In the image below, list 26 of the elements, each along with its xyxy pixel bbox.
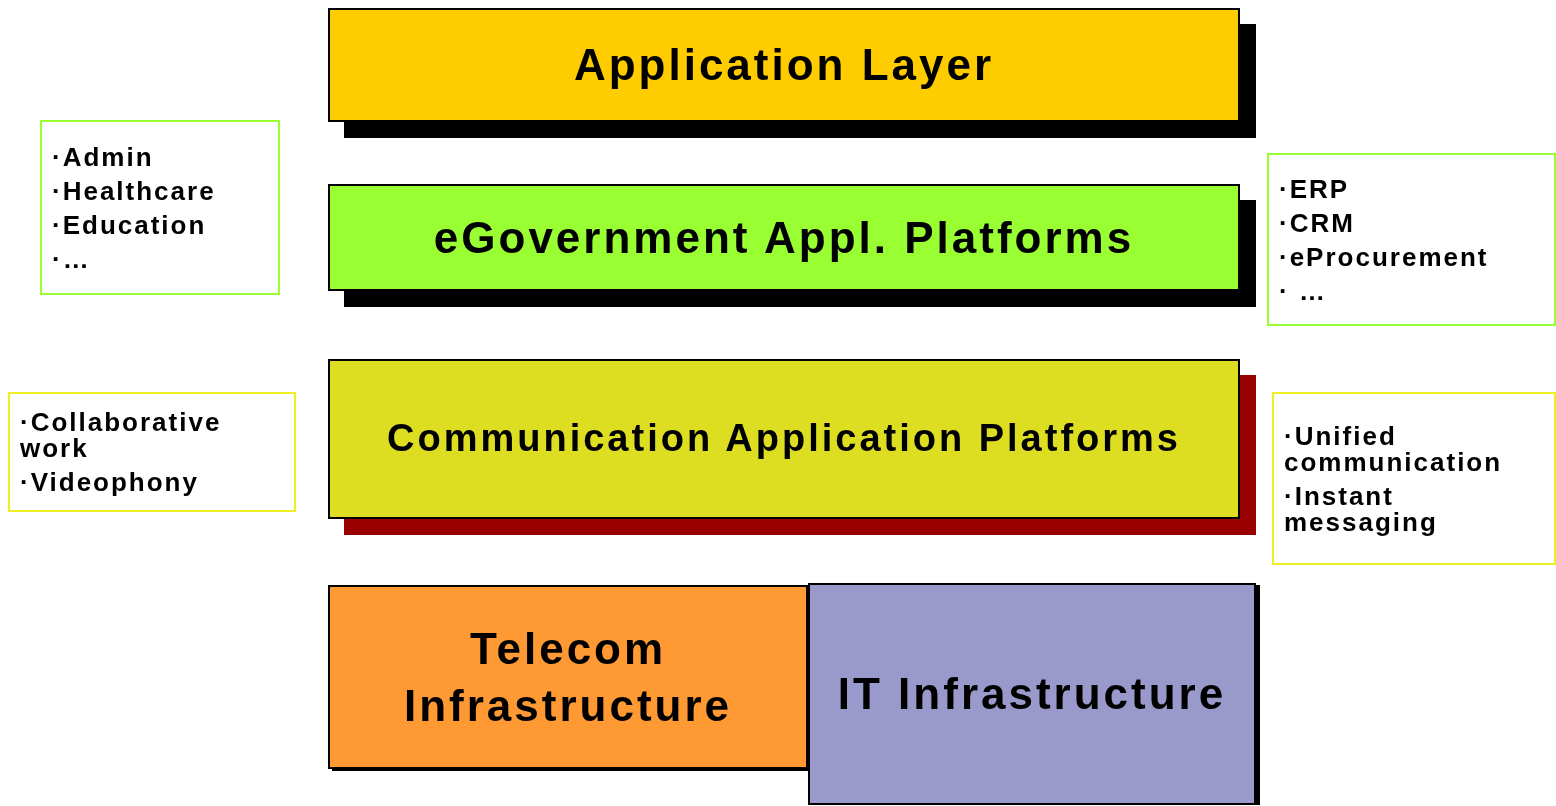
list-item: · … — [1279, 277, 1328, 304]
layer-box — [328, 184, 1240, 291]
layer-title: Communication Application Platforms — [387, 416, 1181, 462]
list-item: ·Collaborative work — [20, 409, 223, 461]
list-item: ·… — [52, 245, 92, 272]
layer-title: eGovernment Appl. Platforms — [433, 211, 1135, 264]
layer-box — [328, 8, 1240, 122]
layer-title: Telecom Infrastructure — [402, 622, 734, 732]
layer-box — [328, 359, 1240, 519]
list-item: ·eProcurement — [1279, 243, 1490, 270]
list-box — [1267, 153, 1556, 326]
layer-box — [808, 583, 1256, 805]
list-item: ·Videophony — [20, 469, 200, 495]
list-item: ·Education — [52, 211, 208, 238]
list-item: ·Admin — [52, 143, 155, 170]
layer-box — [328, 585, 808, 769]
list-item: ·Instant messaging — [1284, 482, 1439, 535]
layer-title: Application Layer — [573, 39, 995, 92]
list-box — [40, 120, 280, 295]
list-item: ·Healthcare — [52, 177, 217, 204]
list-box — [1272, 392, 1556, 565]
list-item: ·CRM — [1279, 209, 1356, 236]
list-item: ·ERP — [1279, 175, 1351, 202]
list-box — [8, 392, 296, 512]
list-item: ·Unified communication — [1284, 422, 1504, 475]
layer-title: IT Infrastructure — [837, 668, 1227, 721]
